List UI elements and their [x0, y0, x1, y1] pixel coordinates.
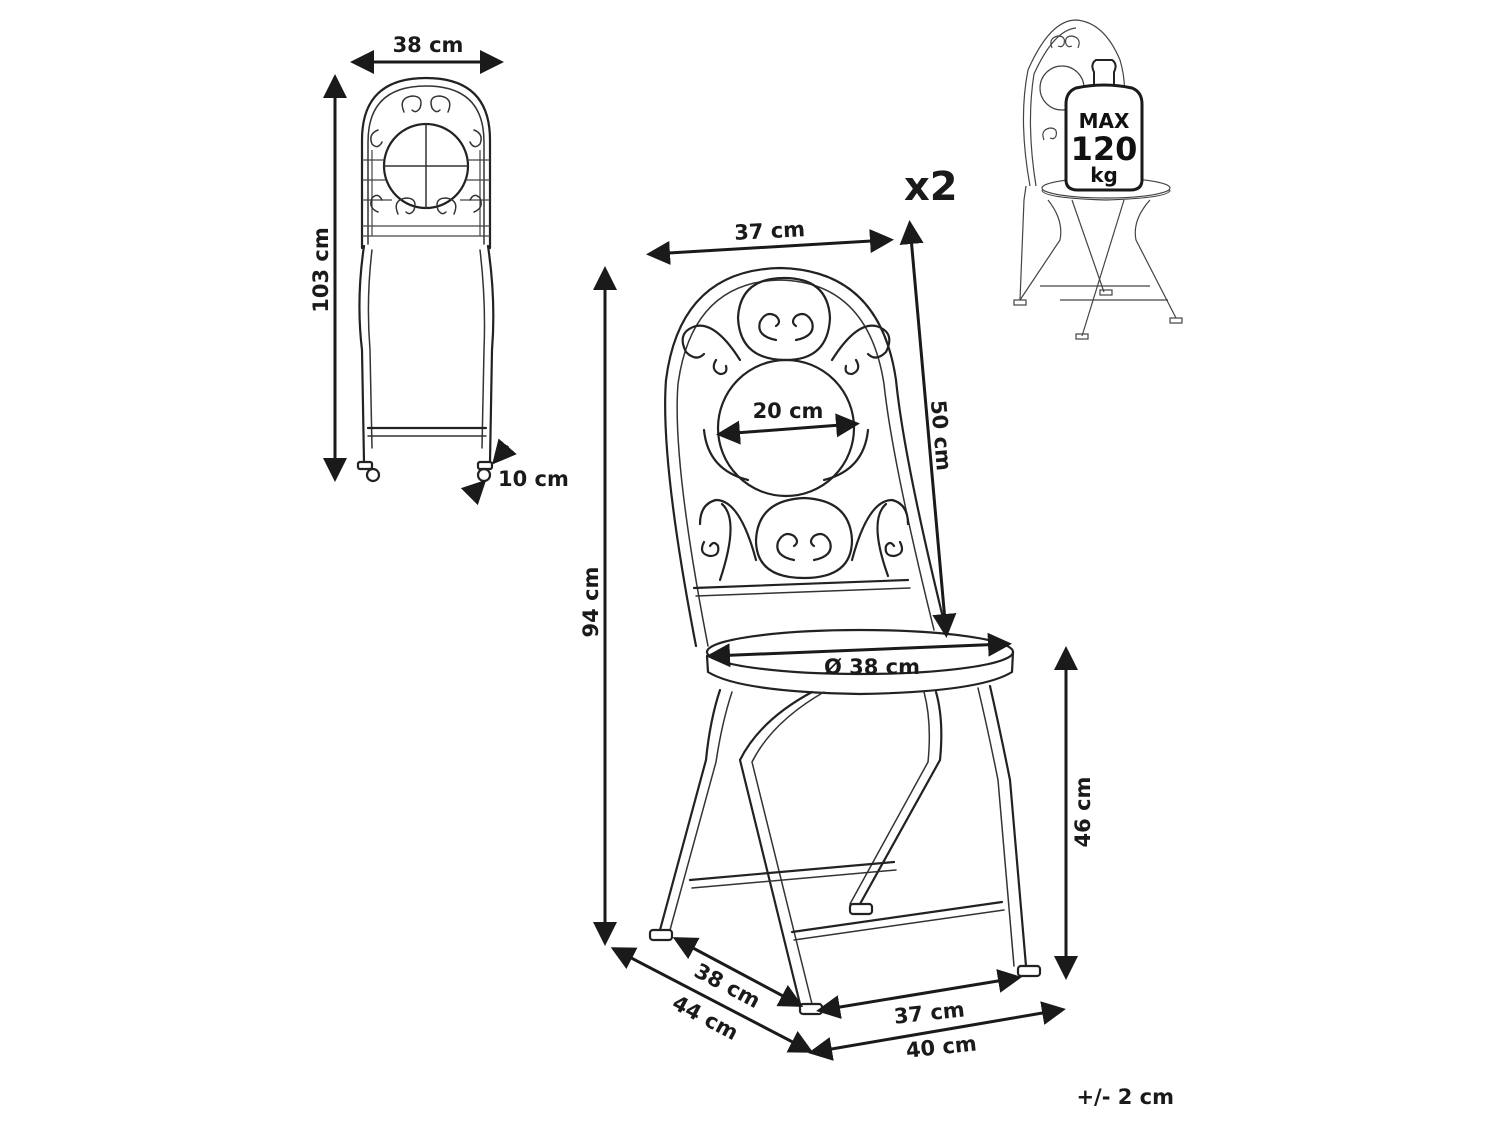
- tolerance-label: +/- 2 cm: [1076, 1085, 1174, 1109]
- folded-depth-arrow-a: [492, 438, 517, 465]
- quantity-label: x2: [904, 164, 958, 210]
- folded-width-label: 38 cm: [393, 33, 464, 57]
- seat-diameter-label: Ø 38 cm: [824, 655, 920, 679]
- seat-height-label: 46 cm: [1071, 777, 1095, 848]
- folded-depth-arrow-b: [460, 479, 487, 506]
- seat-front-width-label: 37 cm: [893, 997, 966, 1028]
- folded-chair-illustration: [356, 76, 495, 483]
- medallion-arrow: [716, 413, 860, 445]
- load-value-label: 120: [1071, 130, 1138, 168]
- backrest-width-arrow: [646, 229, 894, 265]
- base-depth-arrow: [610, 947, 814, 1053]
- base-width-arrow: [808, 1001, 1066, 1061]
- load-unit-label: kg: [1090, 163, 1118, 187]
- backrest-height-arrow: [899, 220, 957, 638]
- folded-depth-label: 10 cm: [498, 467, 569, 491]
- backrest-width-label: 37 cm: [734, 217, 806, 245]
- folded-height-label: 103 cm: [309, 227, 333, 312]
- load-max-label: MAX: [1079, 109, 1130, 133]
- total-height-label: 94 cm: [579, 567, 603, 638]
- seat-diameter-arrow: [706, 632, 1012, 668]
- main-chair-illustration: [648, 266, 1042, 1016]
- medallion-label: 20 cm: [753, 399, 824, 423]
- max-load-badge: MAX 120 kg: [1064, 59, 1144, 192]
